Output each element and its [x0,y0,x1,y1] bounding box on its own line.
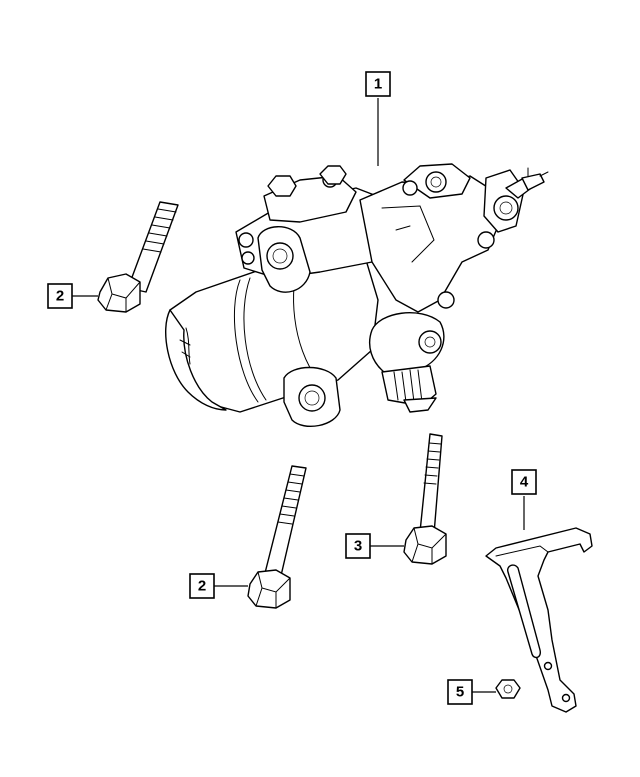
callout-4-label: 4 [520,474,529,491]
steering-gear-assembly [164,163,549,427]
callout-2-upper-label: 2 [56,288,64,305]
callout-4: 4 [511,469,537,495]
bracket-part-4 [485,527,593,713]
callout-2-upper: 2 [47,283,73,309]
callout-2-lower-label: 2 [198,578,206,595]
callout-1: 1 [365,71,391,97]
callout-1-label: 1 [374,76,382,93]
callout-2-lower: 2 [189,573,215,599]
callout-3: 3 [345,533,371,559]
bolt-lower [247,465,307,609]
bolt-upper [97,201,179,313]
callout-3-label: 3 [354,538,362,555]
callout-5-label: 5 [456,684,464,701]
nut-part-5 [495,679,521,699]
callout-5: 5 [447,679,473,705]
bolt-part-3 [403,433,447,565]
